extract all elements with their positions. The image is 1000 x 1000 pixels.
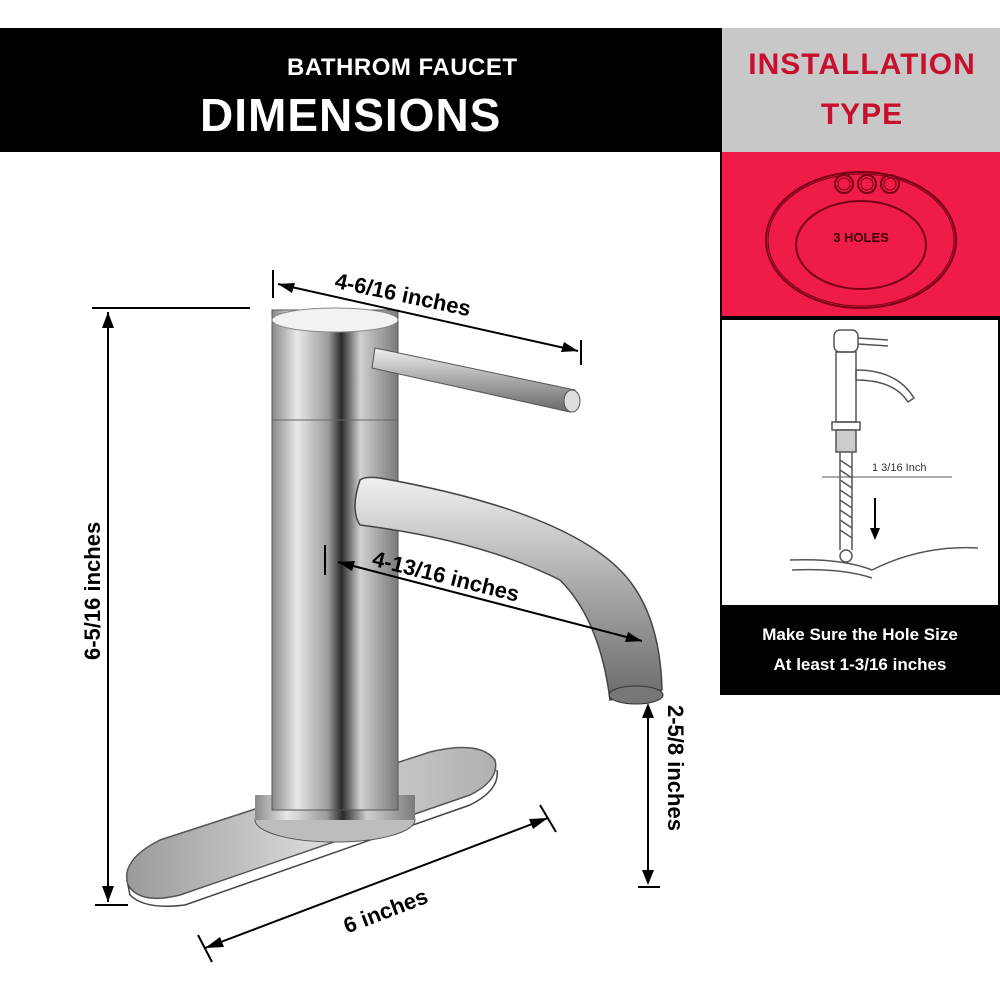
header-banner	[0, 28, 720, 152]
installation-diagram: 1 3/16 Inch	[720, 320, 1000, 605]
total-height-label: 6-5/16 inches	[80, 521, 105, 660]
note-line2: At least 1-3/16 inches	[773, 655, 947, 674]
hole-size-note: Make Sure the Hole Size At least 1-3/16 …	[720, 605, 1000, 695]
faucet-install-diagram-icon	[789, 329, 979, 579]
installation-type-panel: INSTALLATION TYPE	[720, 28, 1000, 152]
holes-label: 3 HOLES	[833, 230, 889, 245]
note-line1: Make Sure the Hole Size	[762, 625, 958, 644]
header-subtitle: BATHROM FAUCET	[287, 54, 518, 81]
faucet-illustration	[92, 270, 664, 963]
spout-height-label: 2-5/8 inches	[663, 705, 688, 831]
hole-size-label: 1 3/16 Inch	[872, 462, 927, 474]
installation-title-line1: INSTALLATION	[748, 48, 976, 81]
header-title: DIMENSIONS	[200, 89, 502, 141]
sink-holes-icon	[765, 171, 957, 309]
three-holes-panel: 3 HOLES	[720, 152, 1000, 320]
installation-title-line2: TYPE	[820, 98, 904, 131]
